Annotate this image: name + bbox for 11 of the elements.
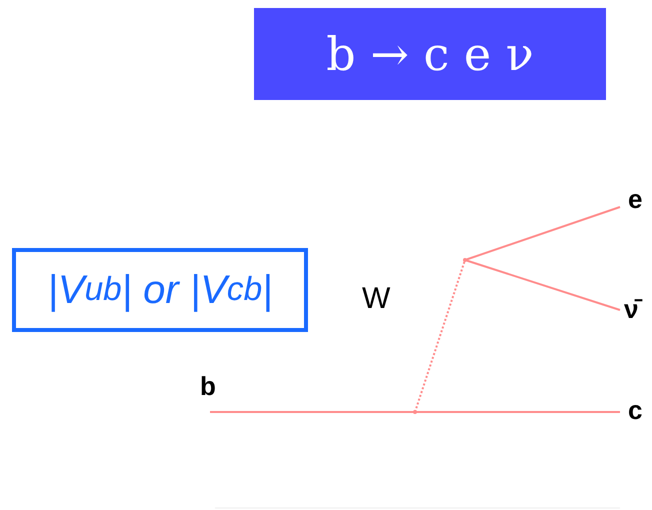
particle-label: e — [628, 186, 642, 212]
title-banner: b → c e ν — [254, 8, 606, 100]
fermion-line — [464, 206, 620, 261]
fermion-line — [464, 259, 620, 311]
vertex-dot — [413, 410, 417, 414]
vertex-dot — [463, 258, 467, 262]
edge-label: W — [362, 284, 390, 314]
fermion-line — [210, 411, 415, 413]
fermion-line — [415, 411, 620, 413]
particle-label: c — [628, 397, 642, 423]
particle-label: b — [200, 373, 216, 399]
